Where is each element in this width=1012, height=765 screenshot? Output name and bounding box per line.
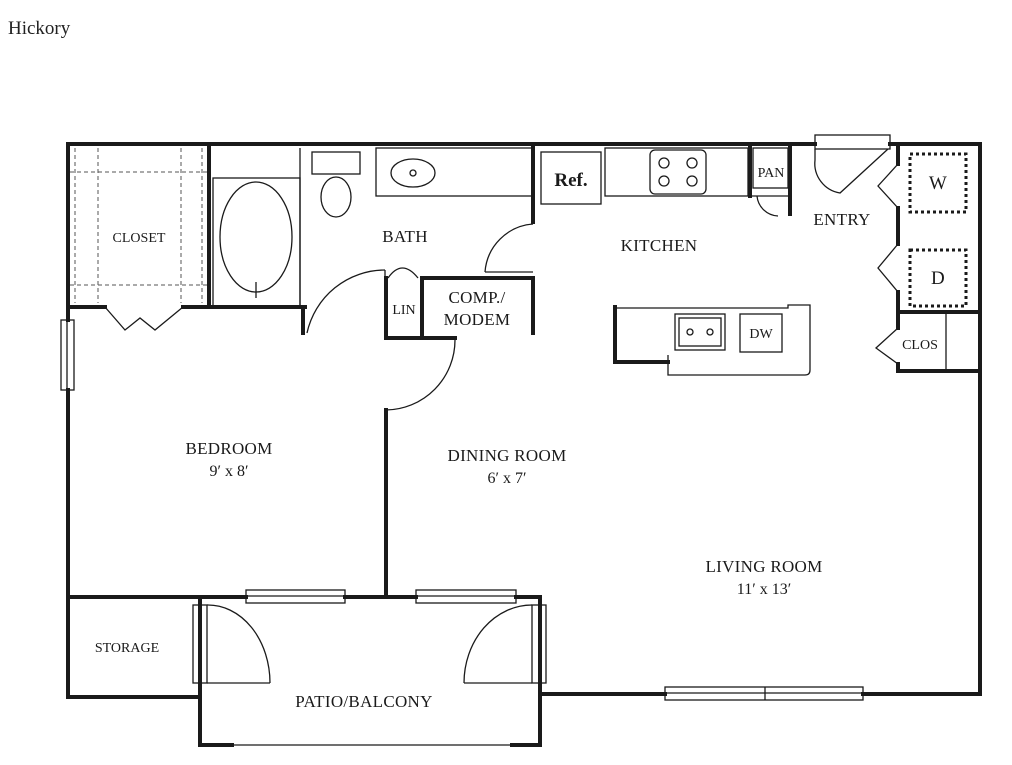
windows — [60, 319, 864, 701]
dining-label: DINING ROOM — [448, 446, 567, 465]
closet-label: CLOSET — [113, 231, 166, 246]
dryer-label: D — [931, 268, 945, 289]
bath-label: BATH — [382, 227, 428, 246]
storage-label: STORAGE — [95, 641, 159, 656]
washer-label: W — [929, 173, 947, 194]
fixtures — [70, 147, 968, 376]
exterior-walls — [66, 142, 982, 747]
room-labels: CLOSET BATH LIN COMP./ MODEM KITCHEN Ref… — [95, 166, 947, 711]
clos-label: CLOS — [902, 338, 938, 353]
lin-label: LIN — [392, 303, 415, 318]
comp-label-line1: COMP./ — [448, 288, 505, 307]
plan-title: Hickory — [8, 18, 71, 39]
living-label: LIVING ROOM — [705, 557, 822, 576]
doors — [104, 134, 899, 684]
pan-label: PAN — [758, 166, 785, 181]
patio-label: PATIO/BALCONY — [295, 692, 432, 711]
living-dimensions: 11′ x 13′ — [737, 581, 791, 598]
bedroom-label: BEDROOM — [185, 439, 272, 458]
comp-label-line2: MODEM — [444, 310, 511, 329]
dw-label: DW — [749, 327, 773, 342]
ref-label: Ref. — [554, 170, 587, 191]
kitchen-label: KITCHEN — [621, 236, 698, 255]
dining-dimensions: 6′ x 7′ — [488, 470, 527, 487]
entry-label: ENTRY — [813, 210, 870, 229]
bedroom-dimensions: 9′ x 8′ — [210, 463, 249, 480]
